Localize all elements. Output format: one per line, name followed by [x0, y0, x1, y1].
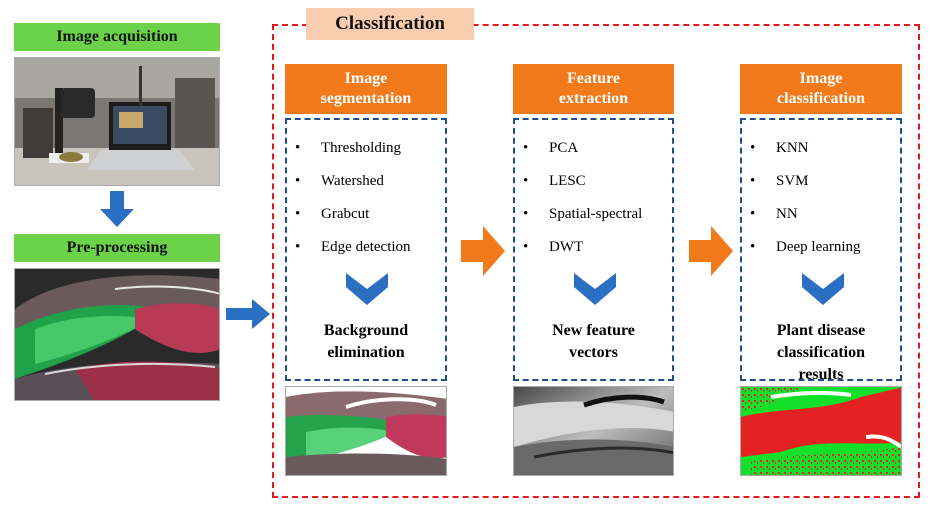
list-item: •Edge detection — [295, 239, 411, 255]
list-item: •Grabcut — [295, 206, 370, 222]
list-item: •Thresholding — [295, 140, 401, 156]
method-list: •Thresholding •Watershed •Grabcut •Edge … — [295, 138, 411, 270]
list-item: •Deep learning — [750, 239, 861, 255]
segmented-image — [285, 386, 447, 476]
method-list: •KNN •SVM •NN •Deep learning — [750, 138, 861, 270]
step-box-segmentation: •Thresholding •Watershed •Grabcut •Edge … — [285, 118, 447, 381]
down-arrow-icon — [100, 191, 134, 227]
classified-image — [740, 386, 902, 476]
list-item: •LESC — [523, 173, 586, 189]
lab-setup-photo — [14, 57, 220, 186]
list-item: •PCA — [523, 140, 579, 156]
list-item: •DWT — [523, 239, 584, 255]
chevron-down-icon — [346, 273, 388, 305]
method-list: •PCA •LESC •Spatial-spectral •DWT — [523, 138, 642, 270]
image-acquisition-label: Image acquisition — [14, 23, 220, 51]
preprocessed-leaf-image — [14, 268, 220, 401]
feature-image — [513, 386, 674, 476]
classification-frame — [272, 24, 920, 498]
list-item: •KNN — [750, 140, 809, 156]
step-box-feature-extraction: •PCA •LESC •Spatial-spectral •DWT New fe… — [513, 118, 674, 381]
right-arrow-icon — [689, 226, 733, 276]
pre-processing-label: Pre-processing — [14, 234, 220, 262]
right-arrow-icon — [226, 299, 270, 329]
list-item: •Spatial-spectral — [523, 206, 643, 222]
list-item: •SVM — [750, 173, 809, 189]
list-item: •Watershed — [295, 173, 384, 189]
classification-title: Classification — [306, 8, 474, 40]
right-arrow-icon — [461, 226, 505, 276]
chevron-down-icon — [574, 273, 616, 305]
chevron-down-icon — [802, 273, 844, 305]
list-item: •NN — [750, 206, 798, 222]
step-box-image-classification: •KNN •SVM •NN •Deep learning Plant disea… — [740, 118, 902, 383]
